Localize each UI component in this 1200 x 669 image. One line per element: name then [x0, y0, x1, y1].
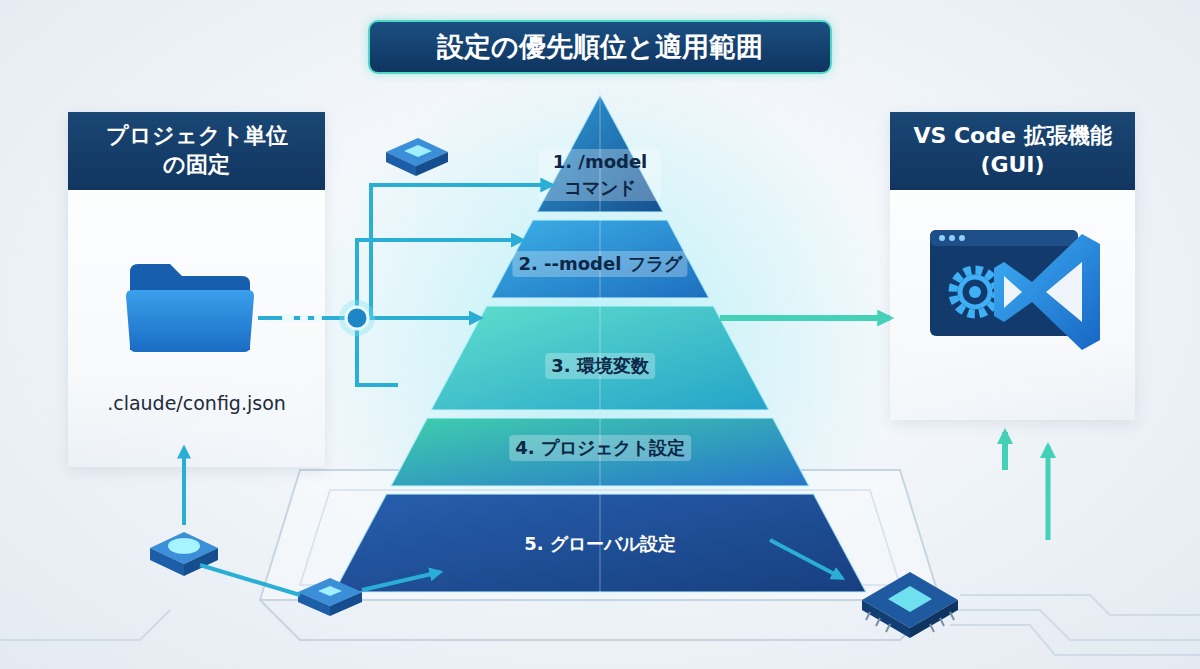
tier-label: 5. グローバル設定	[518, 531, 682, 557]
folder-link	[314, 314, 322, 322]
scope-panel: VS Code 拡張機能 (GUI)	[890, 112, 1135, 420]
device-icon	[330, 592, 362, 616]
tier-shape	[431, 306, 769, 410]
app-window-icon	[930, 230, 1078, 336]
platform	[260, 470, 940, 600]
pyramid-glow	[300, 60, 900, 620]
pyramid-tier: 3. 環境変数	[431, 306, 769, 410]
chip-icon	[940, 618, 944, 626]
platform	[260, 470, 940, 640]
vscode-logo	[1046, 262, 1082, 322]
title-banner: 設定の優先順位と適用範囲	[368, 20, 832, 74]
folder-link	[282, 314, 294, 322]
chip-icon	[876, 618, 880, 626]
chip-icon	[866, 612, 870, 620]
tier-label: 2. --model フラグ	[512, 251, 687, 277]
flow-arrow	[325, 240, 522, 318]
circuit-lines	[950, 625, 1200, 655]
tier-shape	[334, 494, 866, 592]
folder-link	[258, 316, 325, 320]
junction-dot	[339, 300, 375, 336]
folder-icon	[130, 264, 250, 350]
chip-icon	[866, 612, 954, 632]
flow-arrow	[362, 572, 440, 590]
circuit-lines	[0, 595, 1200, 655]
app-window-icon	[960, 277, 990, 307]
device-icon	[416, 152, 448, 176]
vscode-logo	[1004, 276, 1022, 308]
chip-icon	[886, 624, 890, 632]
pyramid-tier: 1. /model コマンド	[537, 95, 663, 212]
flow-arrow	[1002, 432, 1008, 470]
tier-label: 3. 環境変数	[545, 353, 655, 379]
chip-icon	[862, 572, 958, 628]
chip-icon	[910, 600, 958, 638]
scope-panel: プロジェクト単位の固定 .claude/config.json	[68, 112, 325, 467]
pyramid-tier: 4. プロジェクト設定	[391, 418, 809, 486]
app-window-icon	[959, 235, 965, 241]
device-icon	[150, 548, 184, 576]
junction-dot	[339, 300, 375, 336]
app-window-icon	[953, 270, 997, 314]
panel-heading: VS Code 拡張機能 (GUI)	[890, 112, 1135, 190]
flow-arrow	[1046, 446, 1051, 540]
device-icon	[298, 592, 330, 616]
device-icon	[386, 152, 416, 176]
folder-link	[258, 314, 325, 322]
device-icon	[318, 586, 342, 596]
chip-icon	[862, 600, 910, 638]
app-window-icon	[953, 270, 997, 314]
app-window-icon	[969, 286, 981, 298]
device-icon	[298, 578, 362, 606]
tier-shape	[391, 418, 809, 486]
chip-icon	[950, 612, 954, 620]
vscode-logo	[994, 234, 1100, 350]
tier-label: 4. プロジェクト設定	[509, 435, 691, 461]
pyramid-tier: 2. --model フラグ	[491, 220, 709, 298]
platform	[260, 600, 940, 640]
tier-label: 1. /model コマンド	[539, 149, 661, 201]
pyramid-tier: 5. グローバル設定	[334, 494, 866, 592]
flow-arrow	[770, 540, 842, 578]
chip-icon	[888, 586, 932, 612]
device-icon	[168, 538, 200, 554]
device-icon	[386, 138, 448, 176]
app-window-icon	[939, 235, 945, 241]
flow-arrow	[325, 185, 552, 318]
folder-icon	[126, 290, 254, 352]
app-window-icon	[930, 230, 1078, 336]
circuit-lines	[0, 610, 170, 640]
device-icon	[150, 532, 218, 564]
lower-branch	[357, 318, 398, 385]
panel-heading: プロジェクト単位の固定	[68, 112, 325, 190]
folder-link	[300, 314, 308, 322]
folder-icon	[126, 264, 254, 352]
flow-arrow	[720, 315, 890, 321]
lower-branch	[357, 318, 398, 385]
vscode-logo	[994, 234, 1100, 350]
device-icon	[298, 578, 362, 616]
chip-icon	[862, 572, 958, 638]
circuit-lines	[960, 595, 1200, 615]
junction-dot	[346, 307, 368, 329]
flow-arrow	[184, 432, 1048, 595]
app-window-icon	[930, 230, 1078, 246]
device-icon	[150, 532, 218, 576]
flow-arrow	[200, 565, 300, 595]
device-icon	[404, 145, 432, 157]
tier-shape	[537, 95, 663, 212]
tier-shape	[491, 220, 709, 298]
flow-arrow	[182, 448, 186, 525]
panel-text: .claude/config.json	[68, 392, 325, 414]
device-icon	[184, 548, 218, 576]
device-icon	[386, 138, 448, 166]
chip-icon	[930, 624, 934, 632]
flow-arrow	[325, 316, 480, 320]
pyramid-glow	[300, 60, 900, 620]
app-window-icon	[949, 235, 955, 241]
